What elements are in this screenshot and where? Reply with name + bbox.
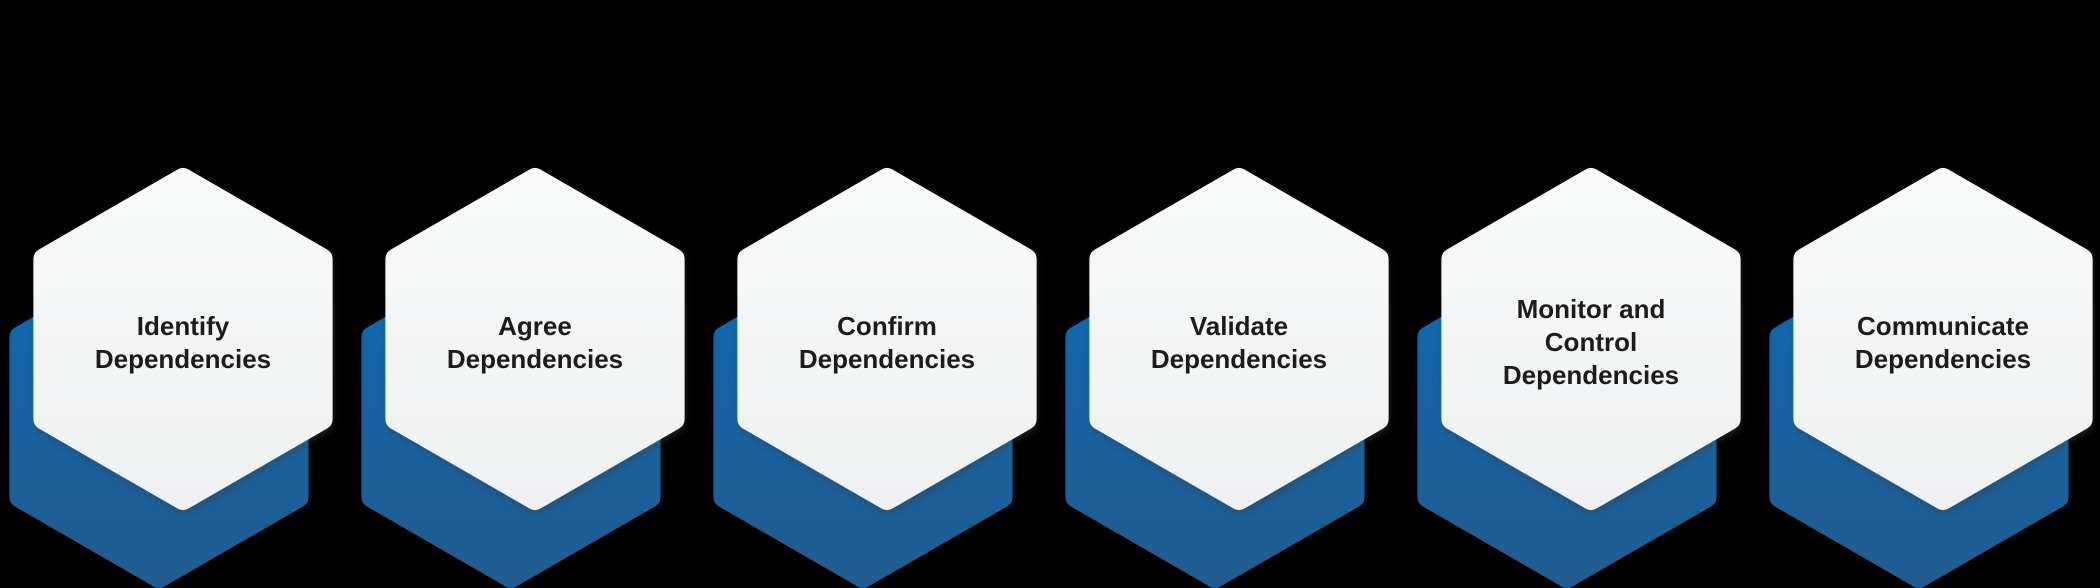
hexagon-graphic (1065, 168, 1389, 588)
step-label: Validate Dependencies (1150, 310, 1328, 374)
hexagon-graphic (9, 168, 333, 588)
step-label: Monitor and Control Dependencies (1502, 294, 1680, 390)
step-label-box: Validate Dependencies (1134, 168, 1344, 510)
process-step-2: Agree Dependencies (350, 0, 720, 588)
hexagon-face-shape (1089, 168, 1389, 510)
hexagon-face-shape (385, 168, 685, 510)
hexagon-face-shape (1441, 168, 1741, 510)
hexagon-face-shape (737, 168, 1037, 510)
hexagon-face-shape (1793, 168, 2093, 510)
hexagon-face-shape (33, 168, 333, 510)
process-step-6: Communicate Dependencies (1758, 0, 2100, 588)
hexagon-graphic (1769, 168, 2093, 588)
process-step-3: Confirm Dependencies (702, 0, 1072, 588)
process-step-1: Identify Dependencies (0, 0, 368, 588)
step-label-box: Monitor and Control Dependencies (1486, 168, 1696, 510)
step-label: Confirm Dependencies (798, 310, 976, 374)
process-step-5: Monitor and Control Dependencies (1406, 0, 1776, 588)
process-step-4: Validate Dependencies (1054, 0, 1424, 588)
step-label-box: Agree Dependencies (430, 168, 640, 510)
step-label: Agree Dependencies (446, 310, 624, 374)
step-label-box: Identify Dependencies (78, 168, 288, 510)
hexagon-graphic (361, 168, 685, 588)
step-label-box: Communicate Dependencies (1838, 168, 2048, 510)
hexagon-graphic (713, 168, 1037, 588)
hexagon-graphic (1417, 168, 1741, 588)
step-label-box: Confirm Dependencies (782, 168, 992, 510)
step-label: Identify Dependencies (94, 310, 272, 374)
step-label: Communicate Dependencies (1854, 310, 2032, 374)
